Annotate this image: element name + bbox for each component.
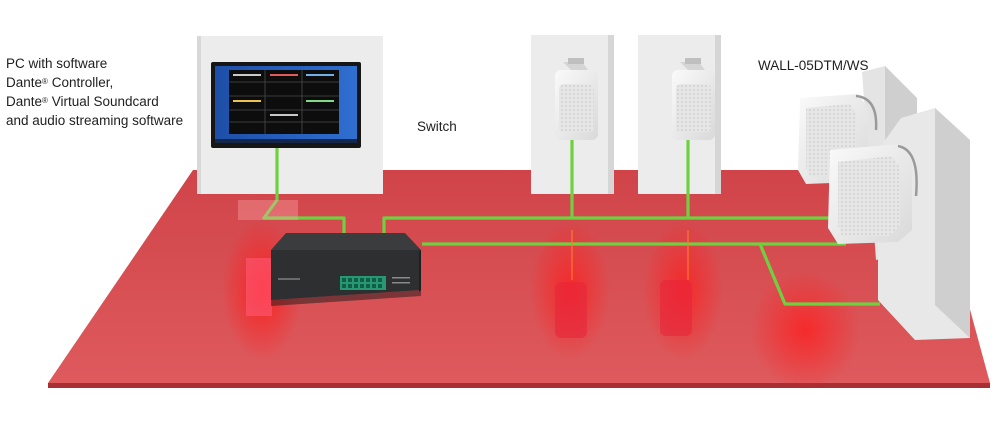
speaker-model-label: WALL-05DTM/WS xyxy=(758,58,869,73)
pc-software-label: PC with software Dante® Controller, Dant… xyxy=(6,54,183,130)
pc-label-line-3: Dante® Virtual Soundcard xyxy=(6,94,159,109)
speaker-icon xyxy=(672,58,715,140)
pc-label-line-4: and audio streaming software xyxy=(6,113,184,128)
network-cables xyxy=(262,140,880,306)
switch-label: Switch xyxy=(417,119,457,134)
pc-label-line-2: Dante® Controller, xyxy=(6,75,114,90)
speaker-icon xyxy=(828,144,918,244)
pc-label-line-1: PC with software xyxy=(6,56,108,71)
speaker-icon xyxy=(555,58,598,140)
monitor-icon xyxy=(211,62,361,148)
network-switch-icon xyxy=(271,233,421,306)
floor-reflections xyxy=(222,220,860,390)
monitor-reflection xyxy=(238,200,298,220)
